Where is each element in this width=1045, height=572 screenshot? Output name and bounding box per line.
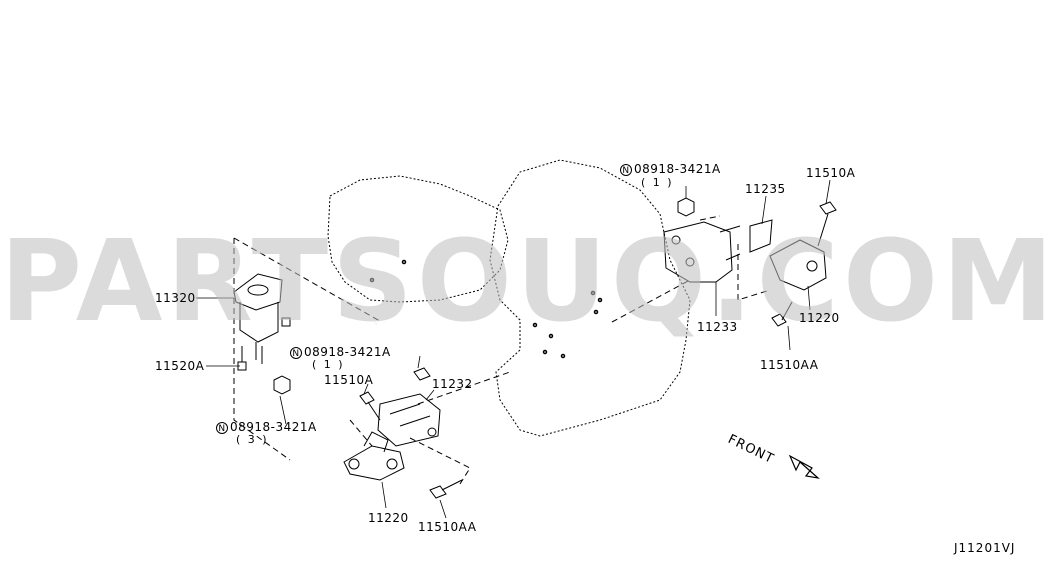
part-number: 08918-3421A bbox=[304, 345, 391, 359]
part-number: 08918-3421A bbox=[634, 162, 721, 176]
nut-left bbox=[273, 375, 291, 395]
front-arrow-icon bbox=[788, 454, 820, 479]
left-plane bbox=[233, 237, 379, 461]
bolt-11510AA-right bbox=[771, 301, 793, 327]
callout-11220-bottom[interactable]: 11220 bbox=[368, 511, 409, 525]
nut-symbol-icon: N bbox=[216, 421, 228, 434]
nut-mid bbox=[413, 367, 431, 381]
nut-top bbox=[677, 197, 695, 217]
bracket-11232 bbox=[377, 393, 441, 447]
callout-08918-mid-qty: ( 1 ) bbox=[312, 358, 345, 371]
engine-block-outline bbox=[489, 159, 691, 437]
mount-11220-right bbox=[769, 239, 827, 291]
callout-11510AA-right[interactable]: 11510AA bbox=[760, 358, 819, 372]
bolt-11510AA-bottom bbox=[429, 479, 463, 499]
mount-11220-bottom bbox=[343, 431, 405, 481]
nut-symbol-icon: N bbox=[620, 163, 632, 176]
bracket-11233 bbox=[663, 221, 741, 283]
engine-bolt-holes bbox=[369, 259, 603, 359]
callout-11232[interactable]: 11232 bbox=[432, 377, 473, 391]
callout-08918-left-qty: ( 3 ) bbox=[236, 433, 269, 446]
mount-11320 bbox=[233, 273, 291, 364]
callout-11510AA-bottom[interactable]: 11510AA bbox=[418, 520, 477, 534]
callout-11233[interactable]: 11233 bbox=[697, 320, 738, 334]
transmission-outline bbox=[327, 175, 509, 303]
callout-11510A-top[interactable]: 11510A bbox=[806, 166, 856, 180]
callout-08918-top-qty: ( 1 ) bbox=[641, 176, 674, 189]
callout-11235[interactable]: 11235 bbox=[745, 182, 786, 196]
callout-11510A-mid[interactable]: 11510A bbox=[324, 373, 374, 387]
leader-lines bbox=[196, 179, 831, 519]
bolt-11510A-top bbox=[817, 201, 837, 247]
callout-11520A[interactable]: 11520A bbox=[155, 359, 205, 373]
bolt-11520A bbox=[237, 346, 247, 371]
diagram-code: J11201VJ bbox=[954, 541, 1016, 555]
callout-11320[interactable]: 11320 bbox=[155, 291, 196, 305]
part-number: 08918-3421A bbox=[230, 420, 317, 434]
nut-symbol-icon: N bbox=[290, 346, 302, 359]
bracket-11235 bbox=[749, 219, 773, 253]
bolt-11510A-mid bbox=[359, 391, 381, 421]
callout-11220-right[interactable]: 11220 bbox=[799, 311, 840, 325]
